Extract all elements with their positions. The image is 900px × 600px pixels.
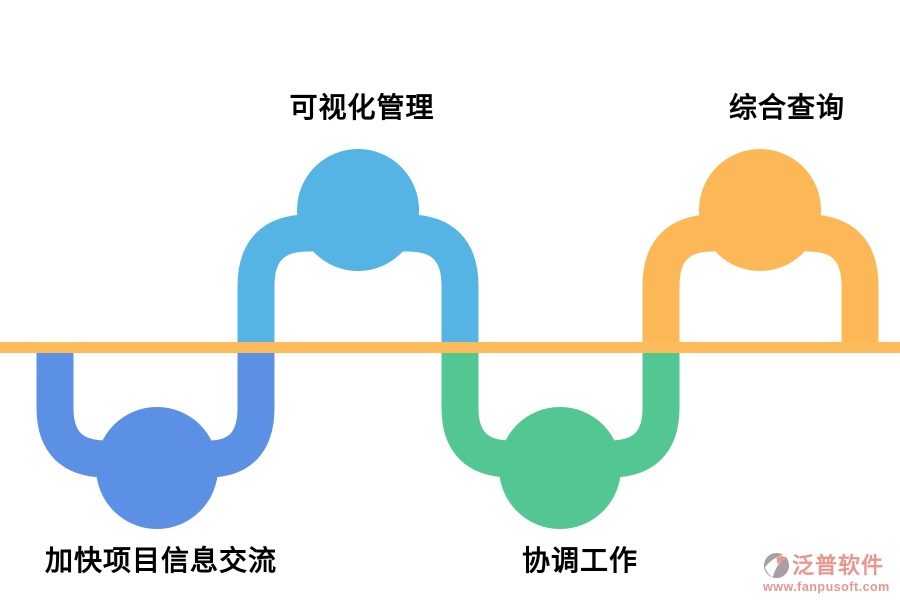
node-label-accelerate-info-exchange: 加快项目信息交流 — [44, 545, 277, 576]
node-label-comprehensive-query: 综合查询 — [728, 92, 845, 123]
node-circle-green — [499, 407, 621, 529]
node-label-coordinate-work: 协调工作 — [521, 545, 638, 576]
node-circle-blue — [96, 407, 218, 529]
node-circle-orange — [699, 149, 821, 271]
node-label-visual-management: 可视化管理 — [289, 92, 435, 123]
watermark: 泛普软件 www.fanpusoft.com — [763, 552, 895, 594]
brand-name: 泛普软件 — [792, 552, 885, 578]
fanpu-logo-icon — [763, 552, 790, 579]
baseline — [0, 342, 900, 353]
node-circle-sky — [297, 149, 419, 271]
brand-url: www.fanpusoft.com — [763, 580, 890, 594]
